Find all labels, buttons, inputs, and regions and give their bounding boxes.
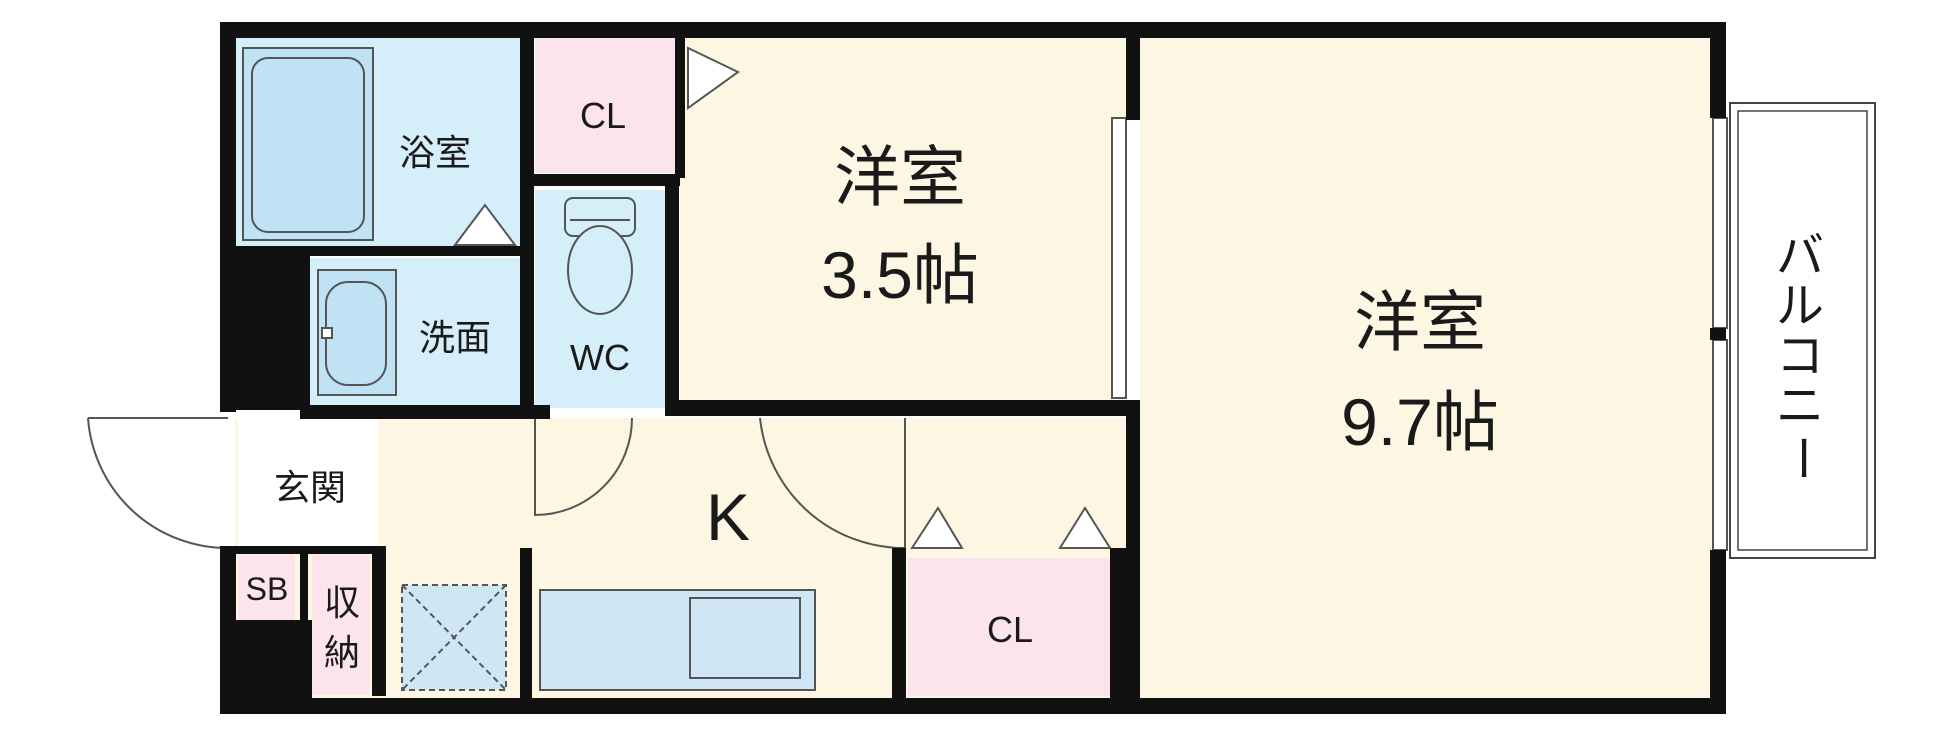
toilet-label: WC (570, 337, 630, 378)
balcony-char-1: バ (1776, 230, 1824, 283)
closet-bottom-area (908, 558, 1113, 696)
window (1712, 117, 1728, 329)
entrance-area (238, 418, 378, 546)
bathtub-icon (242, 47, 374, 241)
walls (220, 22, 1726, 714)
toilet-icon (564, 197, 636, 315)
washroom-label: 洗面 (419, 317, 491, 358)
balcony-area (1729, 102, 1876, 559)
washer-pan-icon (401, 584, 507, 691)
closet-top-area (535, 38, 675, 173)
room-large-label: 洋室 (1354, 285, 1486, 359)
room-large-area (1140, 38, 1715, 698)
fixtures (87, 46, 1728, 691)
closet-top-label: CL (580, 95, 626, 136)
storage-label-1: 収 (324, 582, 360, 623)
kitchen-counter-icon (539, 589, 816, 691)
sink-icon (317, 269, 397, 396)
balcony-char-5: ー (1775, 434, 1828, 482)
room-small-label: 洋室 (834, 140, 966, 214)
balcony-char-4: ニ (1776, 380, 1824, 433)
door-swing-icon (1058, 506, 1112, 549)
door-swing-icon (759, 417, 906, 550)
closet-bottom-label: CL (987, 609, 1033, 650)
door-swing-icon (910, 506, 964, 549)
balcony-char-2: ル (1776, 280, 1824, 333)
window (1111, 117, 1127, 399)
storage-area (312, 555, 370, 695)
balcony-inner (1737, 110, 1868, 551)
door-swing-icon (534, 417, 633, 517)
room-fills (235, 38, 1715, 698)
room-small-size: 3.5帖 (821, 238, 979, 312)
door-swing-icon (453, 203, 517, 246)
shoe-box-area (238, 555, 295, 620)
window (1712, 339, 1728, 551)
door-swing-icon (87, 417, 229, 550)
bath-label: 浴室 (399, 132, 471, 173)
balcony-char-3: コ (1776, 330, 1824, 383)
entrance-label: 玄関 (274, 467, 346, 508)
room-small-area (680, 38, 1127, 400)
door-swing-icon (687, 46, 740, 110)
room-large-size: 9.7帖 (1341, 385, 1499, 459)
kitchen-label: K (706, 480, 750, 554)
shoe-box-label: SB (246, 571, 289, 607)
storage-label-2: 納 (324, 632, 360, 673)
room-labels: 浴室 洗面 CL WC 洋室 3.5帖 洋室 9.7帖 K 玄関 SB 収 納 … (246, 95, 1828, 673)
